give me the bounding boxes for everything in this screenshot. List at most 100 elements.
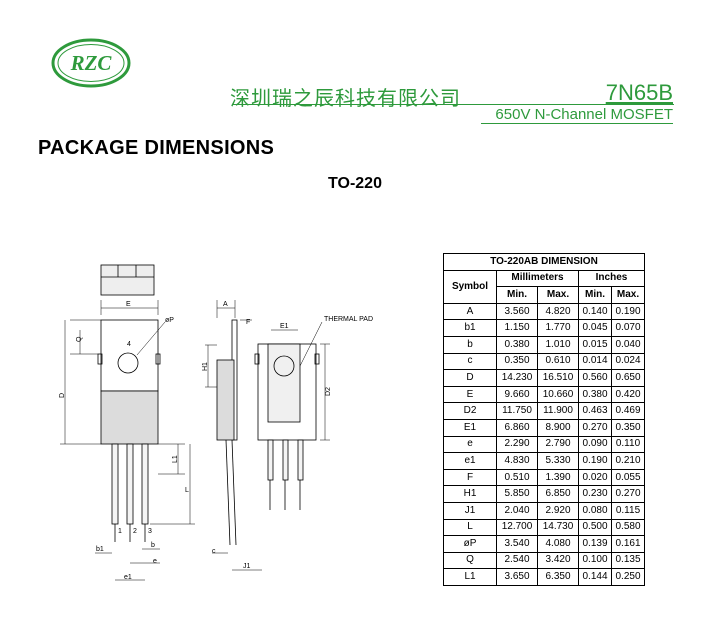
mm-min-header: Min. xyxy=(496,286,538,304)
cell-mm-min: 14.230 xyxy=(496,369,538,387)
cell-mm-max: 4.820 xyxy=(537,302,579,321)
cell-mm-min: 3.560 xyxy=(496,302,538,321)
company-logo: RZC xyxy=(51,38,131,88)
label-E1: E1 xyxy=(280,323,289,330)
dimension-table: TO-220AB DIMENSION Symbol Millimeters In… xyxy=(443,253,645,586)
cell-sym: øP xyxy=(443,535,497,553)
cell-in-max: 0.210 xyxy=(611,452,645,470)
cell-in-min: 0.144 xyxy=(578,568,612,586)
cell-sym: b xyxy=(443,335,497,354)
cell-sym: D xyxy=(443,369,497,387)
cell-sym: H1 xyxy=(443,485,497,503)
label-D: D xyxy=(59,393,66,398)
cell-sym: A xyxy=(443,302,497,321)
cell-in-min: 0.140 xyxy=(578,302,612,321)
section-title: PACKAGE DIMENSIONS xyxy=(38,137,275,159)
package-name: TO-220 xyxy=(328,175,382,192)
cell-in-min: 0.380 xyxy=(578,385,612,404)
cell-in-max: 0.469 xyxy=(611,402,645,420)
cell-mm-max: 5.330 xyxy=(537,452,579,470)
label-Q: Q xyxy=(76,336,83,342)
cell-sym: L1 xyxy=(443,568,497,586)
cell-in-max: 0.420 xyxy=(611,385,645,404)
cell-in-min: 0.139 xyxy=(578,535,612,553)
company-name: 深圳瑞之辰科技有限公司 xyxy=(230,86,461,110)
label-c: c xyxy=(212,548,216,555)
cell-mm-max: 6.350 xyxy=(537,568,579,586)
cell-mm-min: 0.510 xyxy=(496,468,538,487)
cell-in-min: 0.015 xyxy=(578,335,612,354)
device-subtitle: 650V N-Channel MOSFET xyxy=(495,106,673,123)
top-view xyxy=(100,264,155,296)
cell-mm-max: 10.660 xyxy=(537,385,579,404)
label-L: L xyxy=(185,487,189,494)
cell-in-min: 0.500 xyxy=(578,518,612,537)
cell-in-min: 0.045 xyxy=(578,319,612,337)
cell-mm-max: 14.730 xyxy=(537,518,579,537)
cell-sym: c xyxy=(443,352,497,371)
cell-in-min: 0.560 xyxy=(578,369,612,387)
cell-in-max: 0.055 xyxy=(611,468,645,487)
cell-mm-max: 0.610 xyxy=(537,352,579,371)
cell-in-min: 0.230 xyxy=(578,485,612,503)
inch-header: Inches xyxy=(578,269,645,288)
cell-in-min: 0.014 xyxy=(578,352,612,371)
subtitle-underline xyxy=(481,123,673,124)
cell-in-max: 0.270 xyxy=(611,485,645,503)
label-phiP: øP xyxy=(165,317,174,324)
cell-mm-max: 4.080 xyxy=(537,535,579,553)
cell-in-max: 0.115 xyxy=(611,501,645,520)
cell-mm-max: 6.850 xyxy=(537,485,579,503)
symbol-header: Symbol xyxy=(443,269,497,304)
header-divider xyxy=(232,104,674,105)
cell-sym: Q xyxy=(443,551,497,570)
cell-in-min: 0.100 xyxy=(578,551,612,570)
cell-mm-min: 11.750 xyxy=(496,402,538,420)
cell-in-min: 0.190 xyxy=(578,452,612,470)
label-thermal-pad: THERMAL PAD xyxy=(324,316,373,323)
cell-mm-max: 2.920 xyxy=(537,501,579,520)
label-H1: H1 xyxy=(202,362,209,371)
cell-sym: D2 xyxy=(443,402,497,420)
cell-sym: F xyxy=(443,468,497,487)
cell-mm-min: 0.380 xyxy=(496,335,538,354)
cell-mm-min: 9.660 xyxy=(496,385,538,404)
mm-max-header: Max. xyxy=(537,286,579,304)
cell-sym: b1 xyxy=(443,319,497,337)
cell-mm-min: 1.150 xyxy=(496,319,538,337)
mm-header: Millimeters xyxy=(496,269,579,288)
cell-in-min: 0.080 xyxy=(578,501,612,520)
cell-in-max: 0.135 xyxy=(611,551,645,570)
cell-in-max: 0.110 xyxy=(611,435,645,454)
in-max-header: Max. xyxy=(611,286,645,304)
cell-in-max: 0.650 xyxy=(611,369,645,387)
cell-sym: E1 xyxy=(443,418,497,437)
cell-mm-max: 11.900 xyxy=(537,402,579,420)
cell-mm-max: 1.770 xyxy=(537,319,579,337)
label-b: b xyxy=(151,542,155,549)
cell-mm-min: 3.540 xyxy=(496,535,538,553)
cell-in-max: 0.190 xyxy=(611,302,645,321)
label-J1: J1 xyxy=(243,563,251,570)
cell-mm-min: 12.700 xyxy=(496,518,538,537)
label-F: F xyxy=(246,319,250,326)
cell-sym: L xyxy=(443,518,497,537)
cell-mm-min: 3.650 xyxy=(496,568,538,586)
cell-in-min: 0.020 xyxy=(578,468,612,487)
package-drawing: E 4 øP 1 2 3 Q D L1 xyxy=(59,264,373,581)
label-b1: b1 xyxy=(96,546,104,553)
front-view: E 4 øP 1 2 3 Q D L1 xyxy=(59,300,195,581)
